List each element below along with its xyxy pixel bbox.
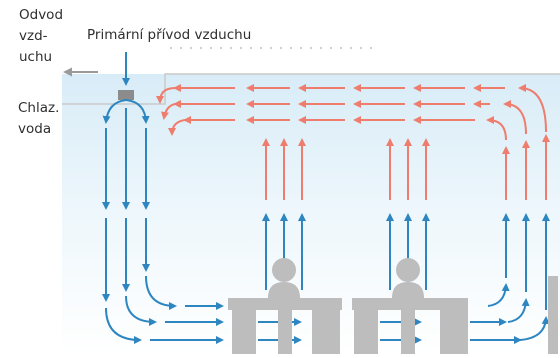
room-air (62, 74, 560, 354)
exhaust-label-line2: vzd- (19, 28, 48, 44)
exhaust-label-line1: Odvod (19, 7, 64, 23)
desk (352, 298, 468, 354)
primary-air-label: Primární přívod vzduchu (87, 27, 252, 43)
beam-loop-right (125, 99, 150, 124)
warm-upflow (262, 134, 550, 200)
beam-loop-left (102, 99, 127, 124)
chilled-water-label-line1: Chlaz. (18, 100, 60, 116)
seated-person (268, 258, 300, 354)
wall-panel (548, 276, 558, 354)
left-downflow (102, 108, 150, 302)
seated-person (392, 258, 424, 354)
chilled-beam-unit (118, 90, 134, 100)
warm-returns (156, 84, 505, 136)
people-upflow (262, 213, 550, 310)
warm-corner-curls (486, 84, 547, 141)
exhaust-label-line3: uchu (19, 49, 53, 65)
desk (228, 298, 342, 354)
chilled-water-label-line2: voda (18, 121, 52, 137)
